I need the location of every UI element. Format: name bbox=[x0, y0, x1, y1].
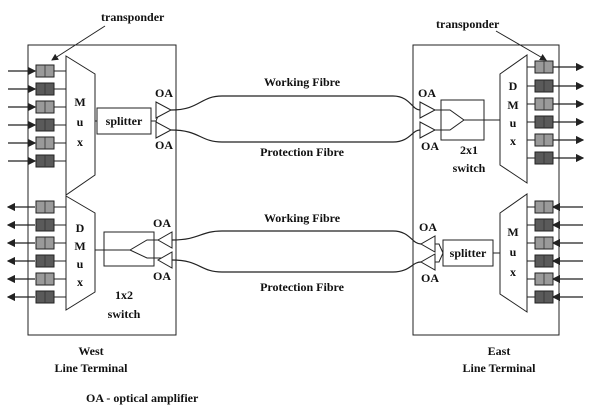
east-output-transponders bbox=[527, 60, 585, 165]
west-transponder-pointer bbox=[51, 25, 106, 61]
west-1x2-switch-box bbox=[103, 231, 155, 267]
west-oa-label-3: OA bbox=[153, 216, 171, 230]
east-transponder-label: transponder bbox=[436, 17, 500, 31]
east-input-transponders bbox=[527, 200, 583, 304]
upper-working-fibre bbox=[170, 95, 421, 111]
west-upper-amp-protection bbox=[155, 121, 173, 139]
west-switch-label-2: switch bbox=[108, 307, 141, 321]
east-dmux-letter-3: u bbox=[510, 116, 517, 130]
west-dmux-letter-3: u bbox=[77, 257, 84, 271]
west-splitter-box bbox=[96, 107, 152, 135]
lower-working-fibre bbox=[171, 230, 422, 245]
west-input-transponders bbox=[8, 64, 66, 168]
east-terminal-label-1: East bbox=[488, 344, 511, 358]
east-dmux-letter-2: M bbox=[507, 98, 518, 112]
upper-working-fibre-label: Working Fibre bbox=[264, 75, 341, 89]
east-upper-amp-working bbox=[419, 101, 437, 119]
east-switch-label-2: switch bbox=[453, 161, 486, 175]
west-mux bbox=[65, 55, 96, 196]
east-switch-label-1: 2x1 bbox=[460, 143, 478, 157]
west-terminal-label-2: Line Terminal bbox=[54, 361, 128, 375]
legend-oa: OA - optical amplifier bbox=[86, 391, 199, 405]
west-oa-label-2: OA bbox=[155, 138, 173, 152]
west-switch-label-1: 1x2 bbox=[115, 288, 133, 302]
east-mux-letter-2: u bbox=[510, 245, 517, 259]
west-dmux-letter-4: x bbox=[77, 275, 83, 289]
east-mux-letter-3: x bbox=[510, 265, 516, 279]
east-mux-letter-1: M bbox=[507, 225, 518, 239]
east-dmux-letter-1: D bbox=[509, 79, 518, 93]
west-oa-label-1: OA bbox=[155, 86, 173, 100]
east-mux bbox=[499, 193, 528, 313]
west-mux-letter-1: M bbox=[74, 95, 85, 109]
west-dmux-letter-2: M bbox=[74, 239, 85, 253]
west-upper-amp-working bbox=[155, 101, 173, 119]
east-transponder-pointer bbox=[495, 30, 547, 61]
upper-protection-fibre-label: Protection Fibre bbox=[260, 145, 345, 159]
west-mux-letter-2: u bbox=[77, 115, 84, 129]
west-mux-letter-3: x bbox=[77, 135, 83, 149]
west-dmux-letter-1: D bbox=[76, 221, 85, 235]
east-splitter-branch-lower bbox=[435, 252, 444, 263]
east-oa-label-3: OA bbox=[419, 220, 437, 234]
west-transponder-label: transponder bbox=[101, 10, 165, 24]
east-dmux bbox=[499, 54, 528, 184]
west-switch-arm-upper bbox=[104, 239, 162, 251]
west-dmux bbox=[65, 195, 96, 311]
lower-working-fibre-label: Working Fibre bbox=[264, 211, 341, 225]
east-oa-label-1: OA bbox=[418, 86, 436, 100]
east-splitter-label: splitter bbox=[450, 246, 487, 260]
west-splitter-label: splitter bbox=[106, 114, 143, 128]
lower-protection-fibre bbox=[171, 259, 422, 273]
west-output-transponders bbox=[6, 200, 66, 304]
east-switch-arm-lower bbox=[435, 119, 465, 131]
lower-protection-fibre-label: Protection Fibre bbox=[260, 280, 345, 294]
east-switch-arm-upper bbox=[435, 109, 484, 121]
west-terminal-label-1: West bbox=[78, 344, 103, 358]
east-upper-amp-protection bbox=[419, 121, 437, 139]
west-oa-label-4: OA bbox=[153, 269, 171, 283]
west-switch-arm-lower bbox=[129, 249, 162, 259]
east-terminal-label-2: Line Terminal bbox=[462, 361, 536, 375]
east-oa-label-2: OA bbox=[421, 139, 439, 153]
upper-protection-fibre bbox=[170, 129, 421, 143]
east-oa-label-4: OA bbox=[421, 271, 439, 285]
east-dmux-letter-4: x bbox=[510, 134, 516, 148]
east-splitter-branch-upper bbox=[435, 243, 444, 254]
east-line-terminal-box bbox=[412, 44, 560, 336]
